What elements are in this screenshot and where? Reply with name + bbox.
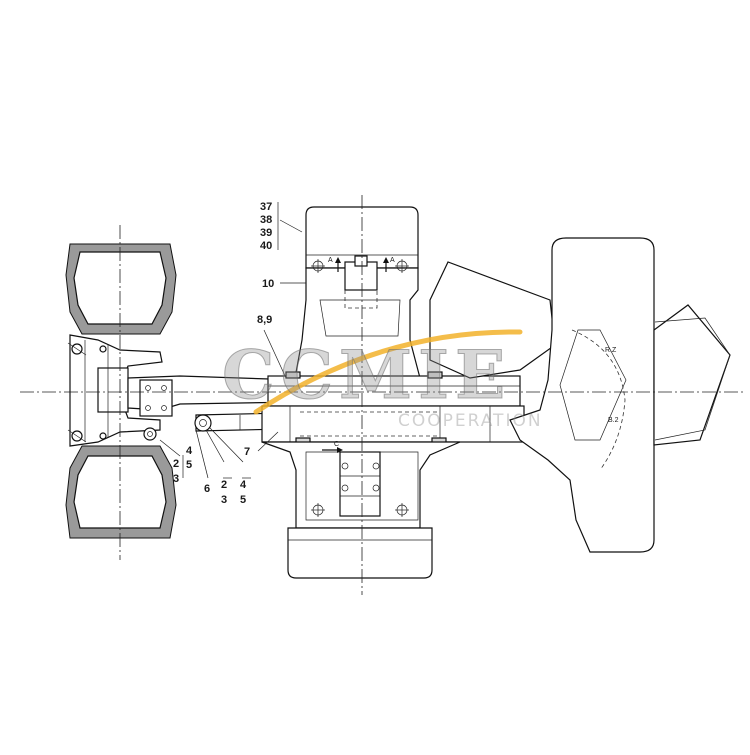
part-callouts: 37 38 39 40 10 8,9 7 2 3 4 5 6 2 3 4 5 xyxy=(173,201,274,506)
callout-39: 39 xyxy=(260,227,272,239)
callout-left-5: 5 xyxy=(186,459,192,471)
svg-text:R.Z: R.Z xyxy=(605,347,617,354)
callout-bottom-4: 4 xyxy=(240,479,247,491)
top-block xyxy=(305,206,419,269)
right-wheel-assembly: R.Z B.2 xyxy=(429,237,731,553)
hub-bolt xyxy=(99,345,107,353)
axle-and-steering xyxy=(127,375,301,441)
watermark-logo: CCMIE xyxy=(222,336,511,414)
section-mark-a: A xyxy=(328,257,333,264)
tie-rod-joint xyxy=(143,427,157,441)
callout-38: 38 xyxy=(260,214,272,226)
axle-block xyxy=(139,379,173,417)
center-lines xyxy=(20,195,745,595)
watermark-swoosh xyxy=(253,329,523,415)
lower-bracket xyxy=(339,451,381,517)
callout-left-4: 4 xyxy=(186,445,193,457)
section-mark-a: A xyxy=(390,257,395,264)
leader-lines xyxy=(159,202,306,479)
callout-8-9: 8,9 xyxy=(257,314,272,326)
mount-bracket-top xyxy=(354,255,368,267)
right-tire xyxy=(509,237,655,553)
right-tire-tread-plate xyxy=(653,304,731,446)
callout-bottom-5: 5 xyxy=(240,494,246,506)
mount-bracket xyxy=(344,261,378,291)
hub-flange xyxy=(97,367,129,413)
watermark: CCMIE COOPERATION xyxy=(222,329,543,431)
callout-6: 6 xyxy=(204,483,210,495)
callout-10: 10 xyxy=(262,278,274,290)
callout-37: 37 xyxy=(260,201,272,213)
callout-bottom-3: 3 xyxy=(221,494,227,506)
bottom-block xyxy=(287,527,433,579)
callout-left-2: 2 xyxy=(173,458,179,470)
right-fender-upper xyxy=(429,261,556,379)
callout-left-3: 3 xyxy=(173,473,179,485)
hub-bolt xyxy=(99,432,107,440)
callout-40: 40 xyxy=(260,240,272,252)
watermark-subtitle: COOPERATION xyxy=(398,411,543,431)
svg-text:B.2: B.2 xyxy=(608,417,619,424)
cylinder-pin xyxy=(194,414,212,432)
callout-7: 7 xyxy=(244,446,250,458)
callout-bottom-2: 2 xyxy=(221,479,227,491)
section-mark-c: C xyxy=(334,441,339,448)
left-wheel-assembly xyxy=(65,243,177,539)
